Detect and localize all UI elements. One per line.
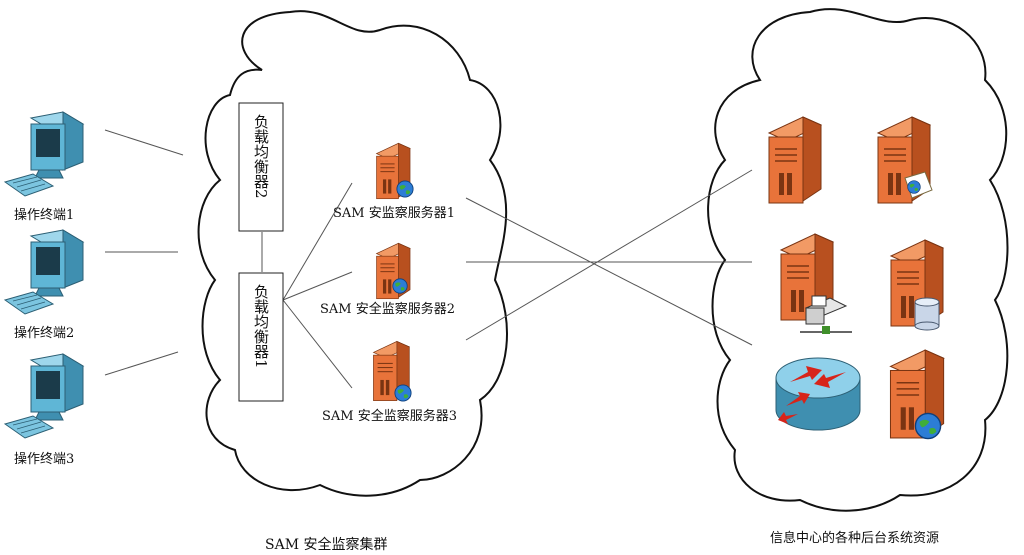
- globe-icon: [914, 412, 942, 440]
- backend-print-server[interactable]: [780, 233, 852, 334]
- cluster-caption: SAM 安全监察集群: [265, 536, 388, 553]
- terminal-1[interactable]: 操作终端1: [4, 111, 84, 223]
- server-icon: [768, 116, 822, 204]
- sam-server-3[interactable]: SAM 安全监察服务器3: [322, 340, 457, 424]
- document-icon: [904, 171, 933, 199]
- backend-db-server[interactable]: [890, 239, 944, 331]
- router-icon: [775, 357, 861, 431]
- globe-icon: [394, 384, 412, 402]
- load-balancer-label: 负载均衡器2: [252, 114, 270, 199]
- backend-cloud: [707, 8, 1009, 512]
- terminal-label: 操作终端1: [14, 207, 74, 223]
- computer-icon: [4, 111, 84, 197]
- connection-lines: [104, 129, 753, 389]
- backend-server-1[interactable]: [768, 116, 822, 204]
- terminal-2[interactable]: 操作终端2: [4, 229, 84, 341]
- printer-icon: [800, 295, 852, 334]
- server-label: SAM 安监察服务器1: [333, 205, 455, 221]
- load-balancer-2[interactable]: 负载均衡器2: [238, 102, 284, 232]
- sam-server-2[interactable]: SAM 安全监察服务器2: [320, 242, 455, 317]
- server-label: SAM 安全监察服务器3: [322, 408, 457, 424]
- backend-caption: 信息中心的各种后台系统资源: [770, 530, 939, 546]
- backend-router[interactable]: [775, 357, 861, 431]
- server-label: SAM 安全监察服务器2: [320, 301, 455, 317]
- computer-icon: [4, 229, 84, 315]
- load-balancer-1[interactable]: 负载均衡器1: [238, 272, 284, 402]
- globe-icon: [396, 180, 414, 198]
- terminal-3[interactable]: 操作终端3: [4, 353, 84, 467]
- terminal-label: 操作终端3: [14, 451, 74, 467]
- computer-icon: [4, 353, 84, 439]
- backend-web-server[interactable]: [889, 349, 945, 440]
- globe-icon: [392, 278, 408, 294]
- database-icon: [914, 297, 940, 331]
- load-balancer-label: 负载均衡器1: [252, 284, 270, 369]
- backend-resources: [768, 116, 945, 440]
- sam-server-1[interactable]: SAM 安监察服务器1: [333, 142, 455, 221]
- terminal-label: 操作终端2: [14, 325, 74, 341]
- backend-server-2[interactable]: [877, 116, 933, 204]
